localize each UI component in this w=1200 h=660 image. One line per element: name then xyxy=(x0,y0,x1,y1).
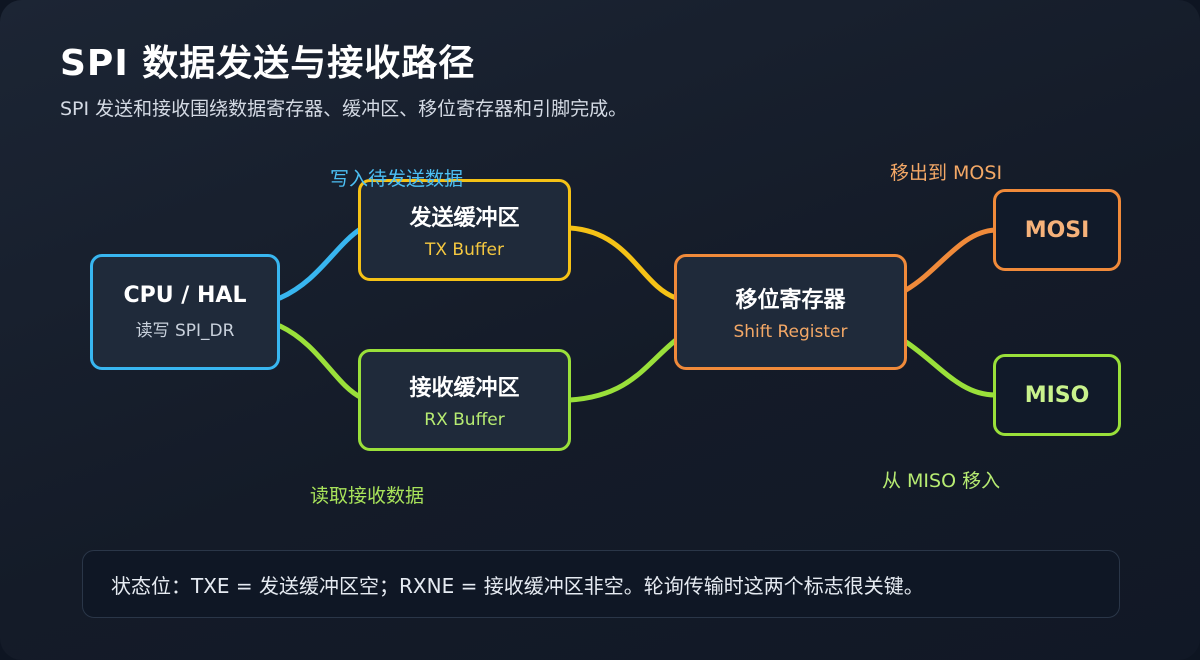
edge-tx-to-shift xyxy=(567,225,679,301)
edge-label-read-rx: 读取接收数据 xyxy=(310,485,425,507)
tx-buffer-title: 发送缓冲区 xyxy=(409,206,520,231)
edge-shift-to-mosi xyxy=(903,227,998,293)
page-title: SPI 数据发送与接收路径 xyxy=(60,43,476,84)
shift-register-node: 移位寄存器 Shift Register xyxy=(674,254,907,370)
edge-label-write-tx: 写入待发送数据 xyxy=(330,168,464,190)
cpu-hal-subtitle: 读写 SPI_DR xyxy=(135,321,235,341)
status-bar: 状态位：TXE = 发送缓冲区空；RXNE = 接收缓冲区非空。轮询传输时这两个… xyxy=(82,550,1120,618)
mosi-pin-label: MOSI xyxy=(1024,217,1090,243)
edge-label-shift-out: 移出到 MOSI xyxy=(890,162,1003,184)
status-text: 状态位：TXE = 发送缓冲区空；RXNE = 接收缓冲区非空。轮询传输时这两个… xyxy=(111,573,924,598)
edge-cpu-to-rx xyxy=(277,323,365,401)
miso-pin-node: MISO xyxy=(993,354,1121,436)
miso-pin-label: MISO xyxy=(1024,382,1090,408)
page-subtitle: SPI 发送和接收围绕数据寄存器、缓冲区、移位寄存器和引脚完成。 xyxy=(60,98,628,120)
edge-rx-to-shift xyxy=(567,337,679,403)
rx-buffer-subtitle: RX Buffer xyxy=(424,410,505,430)
shift-register-title: 移位寄存器 xyxy=(735,288,846,313)
edge-miso-to-shift xyxy=(903,339,998,398)
tx-buffer-node: 发送缓冲区 TX Buffer xyxy=(358,179,571,281)
shift-register-subtitle: Shift Register xyxy=(733,322,848,342)
tx-buffer-subtitle: TX Buffer xyxy=(424,240,505,260)
edge-label-shift-in: 从 MISO 移入 xyxy=(882,470,1001,492)
edge-cpu-to-tx xyxy=(277,225,365,301)
rx-buffer-title: 接收缓冲区 xyxy=(409,376,520,401)
cpu-hal-title: CPU / HAL xyxy=(123,283,247,308)
cpu-hal-node: CPU / HAL 读写 SPI_DR xyxy=(90,254,280,370)
mosi-pin-node: MOSI xyxy=(993,189,1121,271)
rx-buffer-node: 接收缓冲区 RX Buffer xyxy=(358,349,571,451)
